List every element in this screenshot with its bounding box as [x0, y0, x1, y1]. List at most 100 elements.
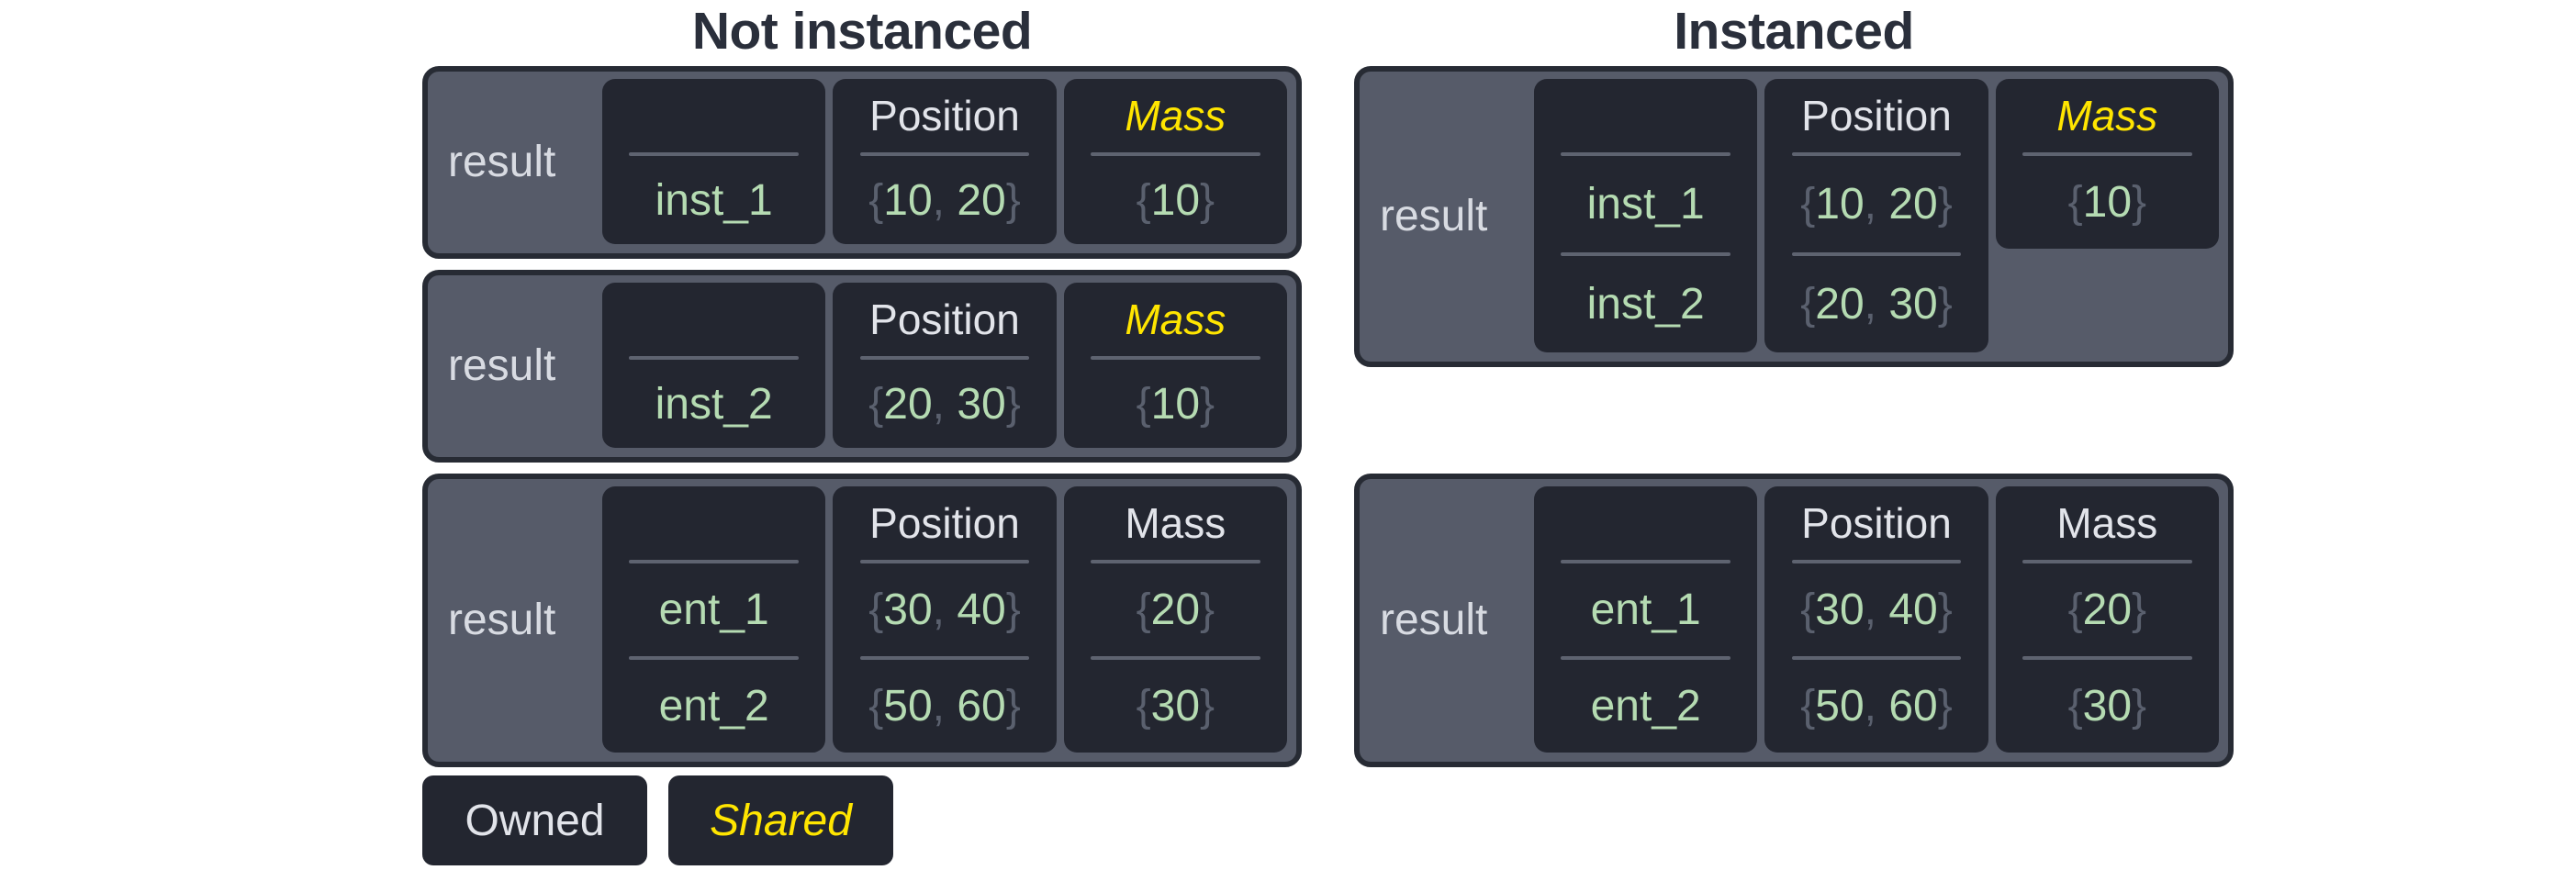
component-column: Mass{20}{30} — [1995, 486, 2219, 753]
entity-name: inst_1 — [1534, 156, 1757, 252]
close-brace: } — [2132, 177, 2147, 227]
entity-name: inst_2 — [1534, 256, 1757, 352]
row-separator-line — [1090, 152, 1260, 156]
column-header — [1534, 79, 1757, 152]
row-separator-line — [629, 356, 800, 360]
result-label: result — [448, 137, 556, 186]
row-separator-line — [2022, 152, 2192, 156]
tuple-number: 30 — [957, 379, 1006, 429]
tuple-comma: , — [1864, 682, 1889, 731]
tuple-number: 40 — [957, 586, 1006, 634]
component-value: {20} — [1996, 563, 2219, 656]
close-brace: } — [1005, 175, 1021, 225]
row-separator-line — [629, 152, 800, 156]
row-separator-line — [1561, 560, 1731, 563]
column-header: Mass — [1125, 296, 1226, 343]
tuple-comma: , — [932, 586, 958, 634]
entity-name-text: ent_1 — [1590, 586, 1701, 634]
row-separator-line — [859, 656, 1030, 660]
row-separator-line — [1090, 356, 1260, 360]
component-value: {20, 30} — [1764, 256, 1988, 352]
tuple-number: 20 — [1888, 180, 1938, 229]
open-brace: { — [868, 175, 884, 225]
tuple-comma: , — [932, 379, 958, 429]
row-separator-line — [629, 560, 800, 563]
component-column: Position{20, 30} — [833, 283, 1057, 448]
open-brace: { — [868, 682, 884, 731]
component-value: {30, 40} — [1764, 563, 1988, 656]
tuple-number: 10 — [1150, 175, 1201, 225]
section-title-instanced: Instanced — [1674, 2, 1914, 61]
entity-name-text: inst_1 — [1586, 180, 1705, 229]
tuple-comma: , — [932, 175, 958, 225]
tuple-number: 10 — [1150, 379, 1201, 429]
result-label: result — [1380, 191, 1488, 240]
row-separator-line — [1561, 252, 1731, 256]
open-brace: { — [1800, 586, 1816, 634]
entity-name: ent_2 — [602, 660, 825, 753]
open-brace: { — [2067, 177, 2083, 227]
component-value: {30} — [1996, 660, 2219, 753]
row-separator-line — [629, 656, 800, 660]
close-brace: } — [1200, 682, 1215, 731]
open-brace: { — [1800, 280, 1816, 329]
legend: Owned Shared — [422, 775, 893, 865]
component-value: {50, 60} — [833, 660, 1056, 753]
row-separator-line — [1090, 656, 1260, 660]
tuple-number: 30 — [1888, 280, 1938, 329]
component-column: Mass{10} — [1063, 79, 1287, 244]
column-header: Mass — [1125, 499, 1226, 547]
result-label: result — [448, 340, 556, 390]
close-brace: } — [2132, 682, 2147, 731]
tuple-number: 50 — [1815, 682, 1865, 731]
open-brace: { — [2067, 682, 2083, 731]
result-box: result inst_1 inst_2 Position {10, 20}{20, 3… — [1354, 66, 2234, 367]
row-separator-line — [1791, 252, 1962, 256]
tuple-number: 30 — [1150, 682, 1201, 731]
row-separator-line — [2022, 656, 2192, 660]
component-value: {10, 20} — [1764, 156, 1988, 252]
tuple-number: 20 — [1150, 586, 1201, 634]
component-value: {10} — [1064, 156, 1287, 244]
component-value: {30} — [1064, 660, 1287, 753]
component-column: Position {10, 20}{20, 30} — [1764, 79, 1988, 352]
entity-name: ent_1 — [1534, 563, 1757, 656]
open-brace: { — [868, 379, 884, 429]
row-separator-line — [1791, 656, 1962, 660]
close-brace: } — [1005, 586, 1021, 634]
row-separator-line — [2022, 560, 2192, 563]
entity-column: inst_1 inst_2 — [1534, 79, 1758, 352]
component-value: {20, 30} — [833, 360, 1056, 448]
row-separator-line — [1561, 656, 1731, 660]
section-title-not-instanced: Not instanced — [691, 2, 1033, 61]
close-brace: } — [1937, 280, 1953, 329]
tuple-number: 20 — [1815, 280, 1865, 329]
component-column: Position{10, 20} — [833, 79, 1057, 244]
row-separator-line — [859, 356, 1030, 360]
close-brace: } — [1937, 180, 1953, 229]
tuple-number: 40 — [1888, 586, 1938, 634]
column-header: Position — [869, 92, 1020, 139]
component-value: {50, 60} — [1764, 660, 1988, 753]
tuple-number: 10 — [883, 175, 933, 225]
component-column: Mass {20}{30} — [1063, 486, 1287, 753]
result-label: result — [1380, 595, 1488, 644]
component-value: {20} — [1064, 563, 1287, 656]
tuple-comma: , — [1864, 586, 1889, 634]
entity-name-text: inst_2 — [1586, 280, 1705, 329]
tuple-number: 50 — [883, 682, 933, 731]
tuple-number: 60 — [1888, 682, 1938, 731]
result-label: result — [448, 595, 556, 644]
row-separator-line — [1561, 152, 1731, 156]
entity-column: inst_2 — [602, 283, 826, 448]
column-header: Position — [1801, 92, 1952, 139]
tuple-number: 30 — [2082, 682, 2133, 731]
close-brace: } — [1937, 682, 1953, 731]
